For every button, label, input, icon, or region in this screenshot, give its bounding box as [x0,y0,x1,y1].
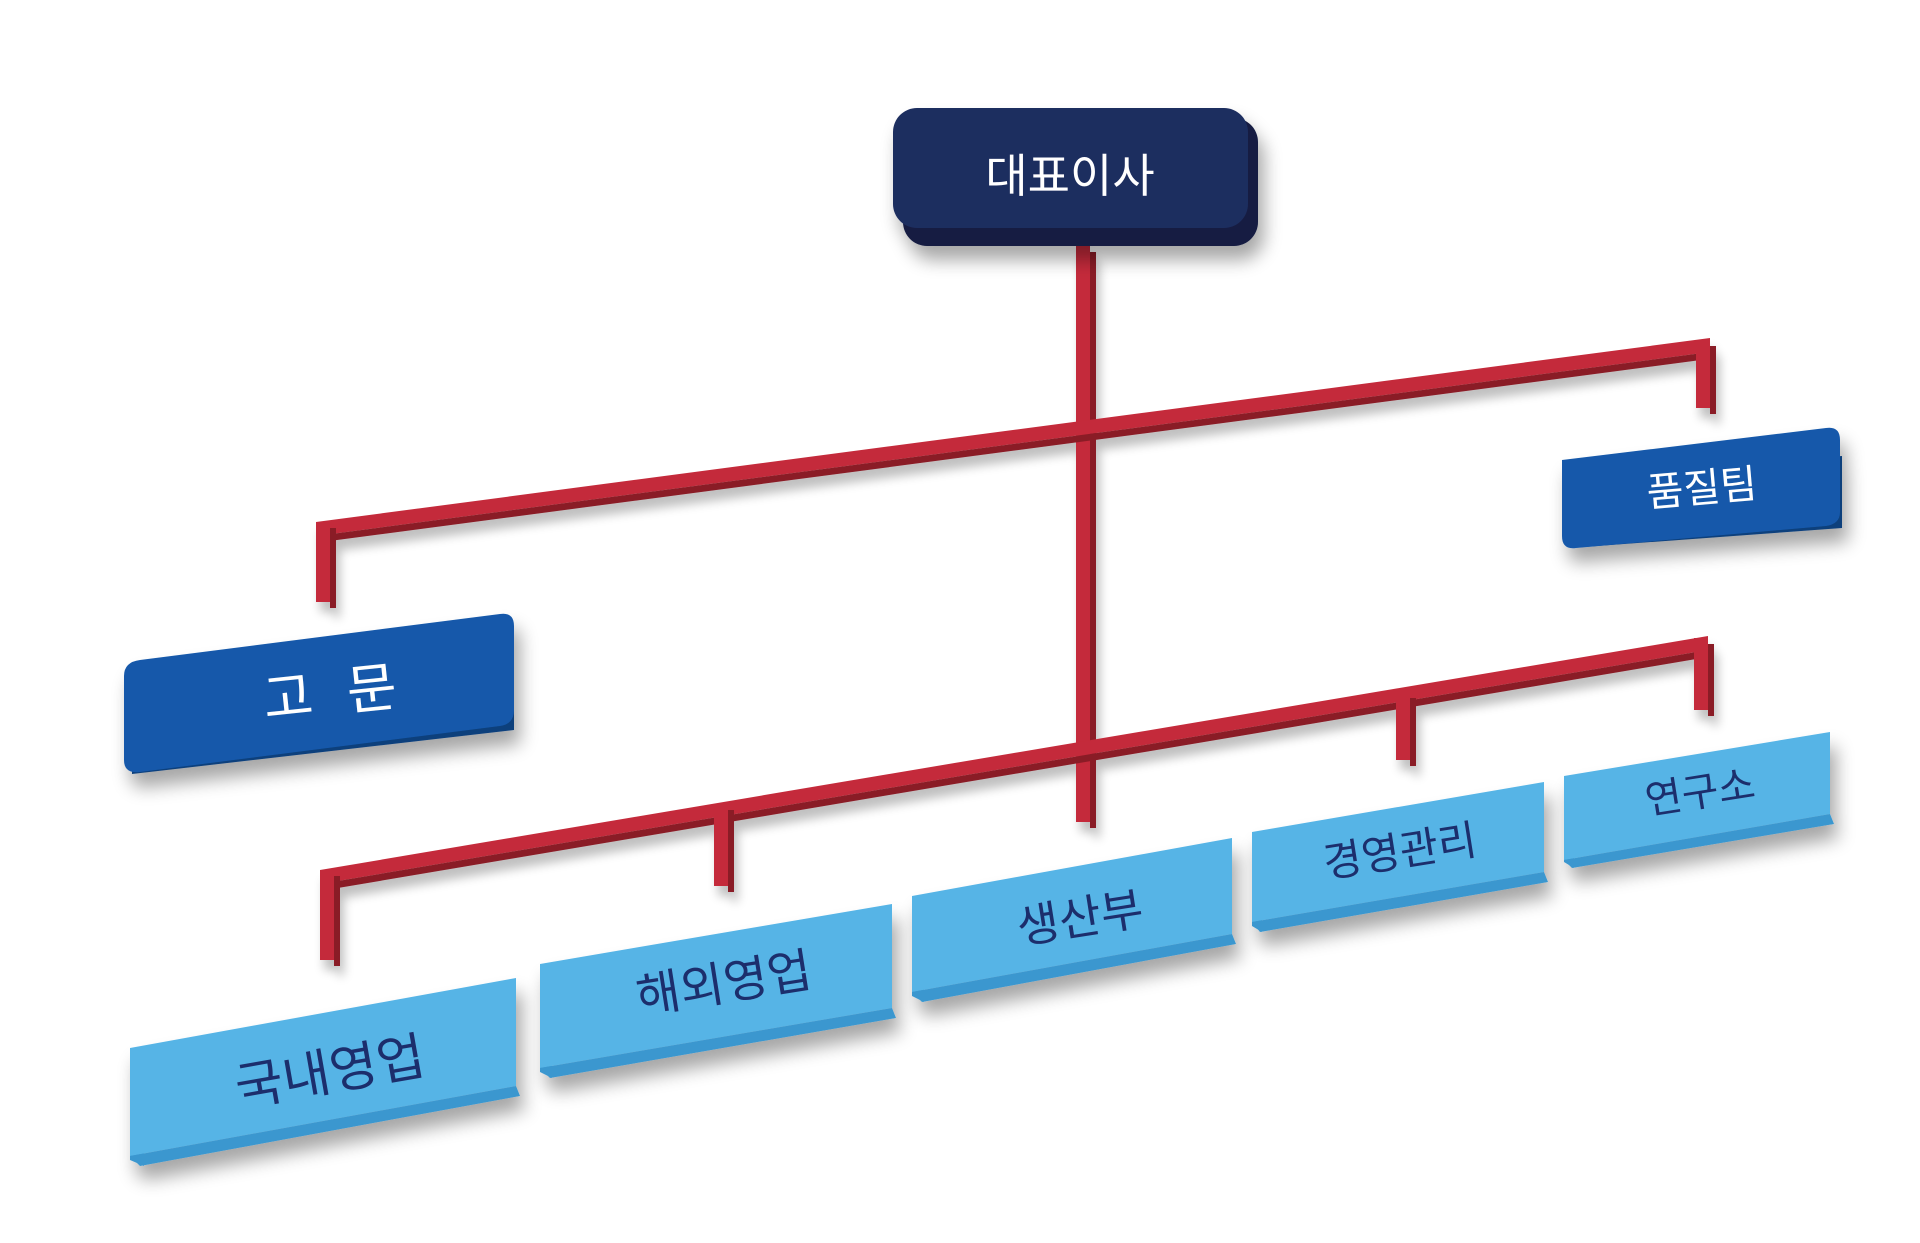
upper-rail [316,338,1710,536]
quality-team-label: 품질팀 [1645,461,1759,516]
advisor-drop [316,522,330,602]
advisor-box[interactable]: 고 문 [124,613,514,774]
drop-management-edge [1410,698,1416,766]
dept-box-management[interactable]: 경영관리 [1252,782,1548,932]
ceo-box[interactable]: 대표이사 [893,108,1258,246]
quality-drop-edge [1710,346,1716,414]
trunk-line [1076,246,1090,822]
dept-box-overseas-sales[interactable]: 해외영업 [540,904,896,1078]
dept-box-domestic-sales[interactable]: 국내영업 [130,978,520,1166]
advisor-drop-edge [330,528,336,608]
drop-domestic-sales-edge [334,876,340,966]
dept-box-research-lab[interactable]: 연구소 [1564,732,1834,868]
drop-research-lab-edge [1708,644,1714,716]
ceo-label: 대표이사 [985,149,1154,203]
connector-lines [316,246,1716,966]
quality-team-box[interactable]: 품질팀 [1562,427,1842,549]
trunk-line-edge [1090,252,1096,828]
drop-overseas-sales [714,804,728,886]
drop-overseas-sales-edge [728,810,734,892]
drop-domestic-sales [320,870,334,960]
drop-management [1396,692,1410,760]
lower-rail-edge [320,650,1714,890]
department-row: 국내영업 해외영업 생산부 경영관리 [130,732,1834,1166]
upper-rail-edge [316,352,1716,542]
quality-drop [1696,340,1710,408]
dept-box-production[interactable]: 생산부 [912,838,1236,1002]
drop-research-lab [1694,638,1708,710]
lower-rail [320,636,1708,884]
advisor-label: 고 문 [260,655,400,732]
